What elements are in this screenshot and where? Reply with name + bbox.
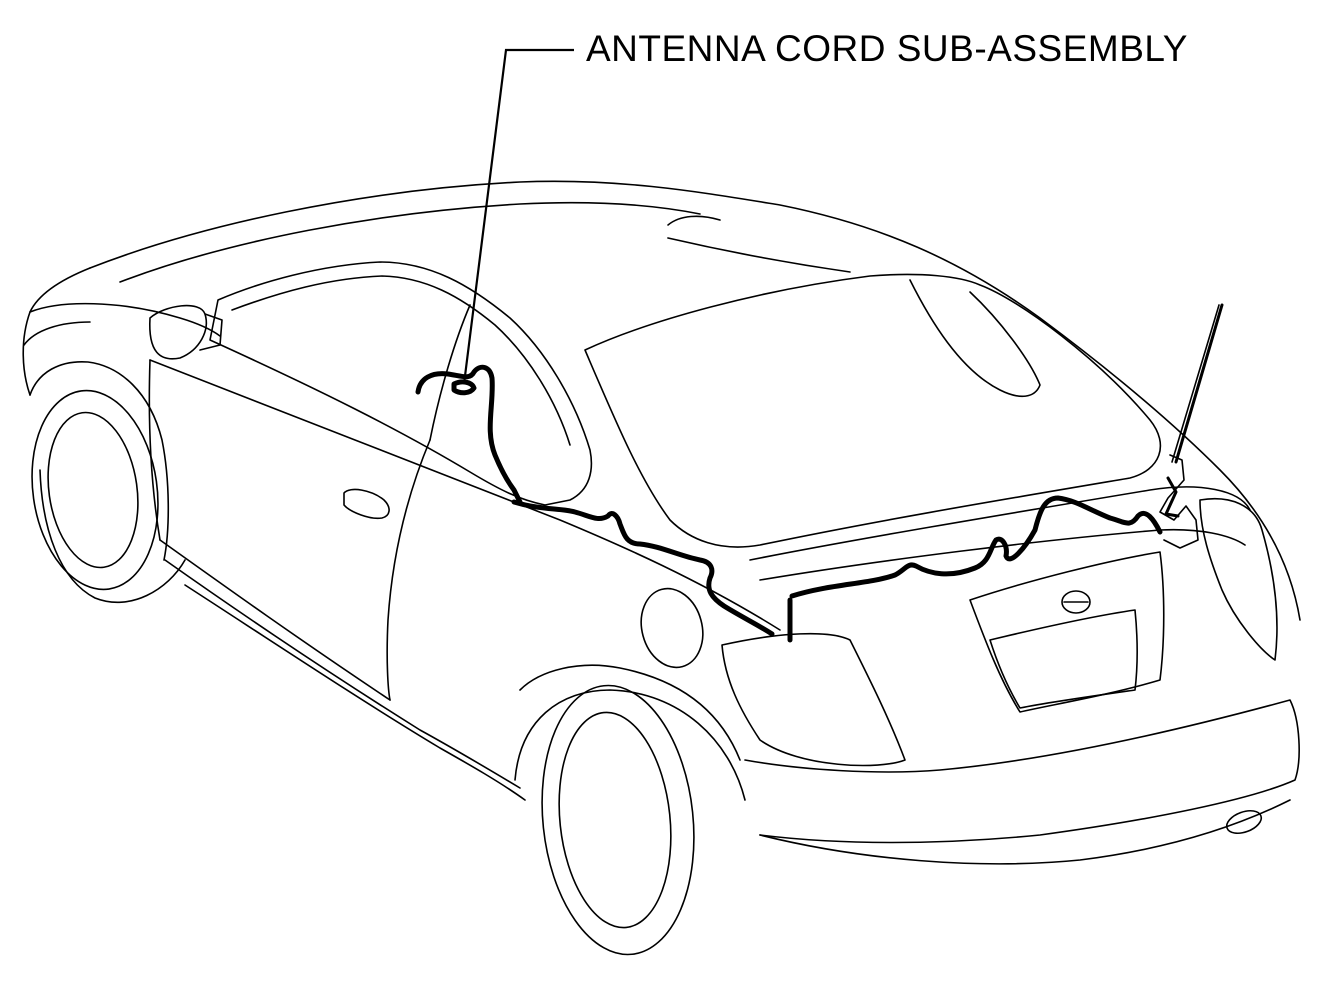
rear-tire bbox=[541, 684, 695, 956]
door-rear-edge bbox=[386, 439, 431, 701]
antenna-cord-front bbox=[415, 364, 523, 505]
hood-line bbox=[22, 267, 91, 396]
antenna-cord-callout-label: ANTENNA CORD SUB-ASSEMBLY bbox=[586, 28, 1188, 69]
hatch-line bbox=[749, 486, 1251, 561]
rear-rim bbox=[558, 711, 672, 929]
door-bottom bbox=[159, 539, 391, 701]
callout-leader-line bbox=[462, 48, 574, 385]
antenna-whip-shadow bbox=[1171, 304, 1220, 463]
belt-line bbox=[149, 359, 781, 631]
antenna-whip bbox=[1174, 303, 1224, 464]
rocker-lower bbox=[184, 584, 526, 801]
spoiler bbox=[667, 237, 851, 273]
rear-bumper-lower bbox=[759, 799, 1291, 865]
side-window bbox=[209, 261, 593, 506]
front-tire bbox=[31, 389, 159, 591]
rear-window-inner bbox=[909, 279, 1041, 398]
rocker-panel bbox=[164, 559, 521, 789]
license-plate-recess bbox=[969, 551, 1165, 713]
roof-inner-line bbox=[119, 201, 701, 283]
license-plate bbox=[989, 609, 1139, 709]
left-tail-light bbox=[721, 632, 906, 767]
roof-line bbox=[89, 180, 1301, 621]
front-fender bbox=[29, 302, 221, 337]
antenna-base bbox=[1159, 454, 1199, 549]
front-lower bbox=[39, 469, 186, 604]
car-body bbox=[22, 180, 1301, 956]
antenna-cord-side bbox=[511, 499, 775, 637]
antenna-base-mount bbox=[1164, 476, 1180, 518]
window-inner bbox=[231, 275, 571, 446]
rear-antenna-mast bbox=[1159, 303, 1224, 549]
rear-wheel-arch bbox=[514, 689, 746, 801]
rear-bumper bbox=[744, 699, 1300, 844]
door-handle bbox=[343, 488, 390, 520]
spoiler-top bbox=[667, 215, 721, 226]
hatch-lower bbox=[759, 528, 1246, 581]
antenna-cord-connector bbox=[451, 379, 477, 396]
antenna-cord bbox=[415, 364, 1163, 643]
front-wheel-arch bbox=[29, 361, 170, 561]
mirror-base bbox=[199, 313, 223, 351]
door-front-edge bbox=[148, 359, 161, 541]
fuel-door bbox=[640, 587, 704, 669]
front-bumper-line bbox=[23, 321, 91, 346]
rear-quarter bbox=[519, 664, 741, 761]
b-pillar bbox=[429, 304, 471, 441]
right-tail-light bbox=[1199, 498, 1278, 661]
brand-emblem bbox=[1061, 590, 1091, 614]
exhaust-tip bbox=[1225, 809, 1263, 835]
front-rim bbox=[47, 411, 139, 569]
rear-window bbox=[584, 273, 1162, 548]
antenna-cord-rear bbox=[789, 495, 1163, 599]
side-mirror bbox=[149, 304, 207, 360]
